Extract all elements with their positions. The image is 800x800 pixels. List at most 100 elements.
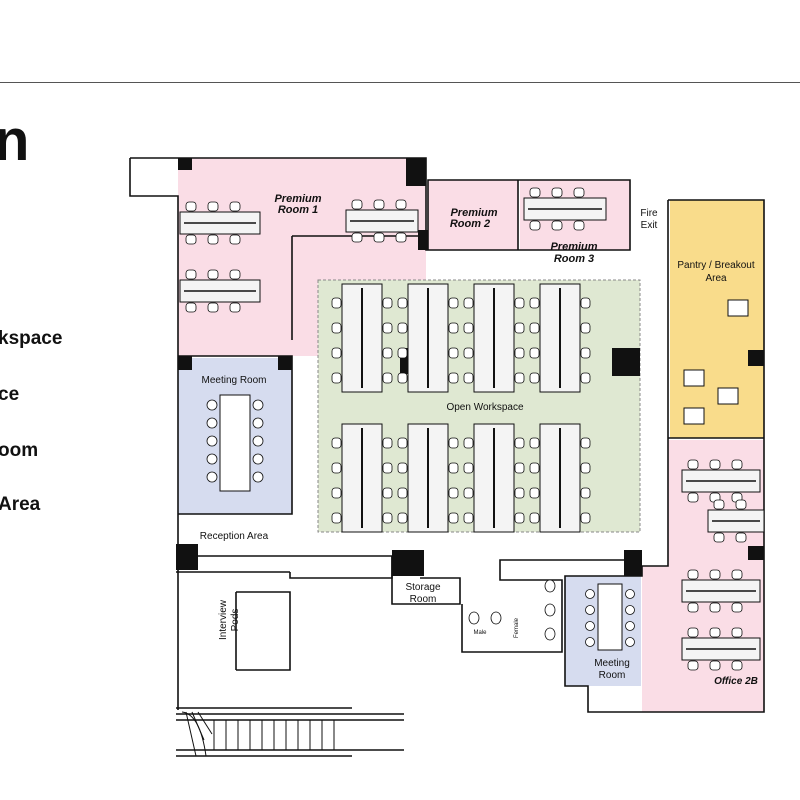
label-premium-room-1-line2: Room 1 <box>278 204 318 216</box>
chair <box>687 602 699 613</box>
chair <box>351 199 363 210</box>
chair <box>529 372 540 384</box>
label-premium-room-3-line1: Premium <box>550 241 597 253</box>
toilet-icon <box>490 611 502 625</box>
chair <box>382 297 393 309</box>
label-office-2b: Office 2B <box>714 676 758 687</box>
chair <box>529 322 540 334</box>
chair <box>580 487 591 499</box>
chair <box>185 234 197 245</box>
chair <box>731 459 743 470</box>
chair <box>463 297 474 309</box>
label-pantry-line2: Area <box>705 273 727 284</box>
legend-item-workspace: kspace <box>0 328 63 349</box>
chair <box>551 220 563 231</box>
chair <box>585 605 595 615</box>
label-reception: Reception Area <box>200 531 269 542</box>
label-interview-line2: Pods <box>230 609 241 632</box>
chair <box>207 234 219 245</box>
label-premium-room-3-line2: Room 3 <box>554 253 594 265</box>
chair <box>229 302 241 313</box>
chair <box>448 347 459 359</box>
chair <box>463 372 474 384</box>
chair <box>573 220 585 231</box>
chair <box>373 232 385 243</box>
chair <box>709 602 721 613</box>
chair <box>448 297 459 309</box>
chair <box>463 322 474 334</box>
chair <box>585 621 595 631</box>
chair <box>580 347 591 359</box>
chair <box>514 347 525 359</box>
chair <box>382 512 393 524</box>
chair <box>206 435 218 447</box>
zone-premium-room-2 <box>428 180 518 250</box>
label-premium-room-2-line1: Premium <box>450 207 497 219</box>
staircase-icon <box>181 711 335 757</box>
chair <box>529 512 540 524</box>
chair <box>252 435 264 447</box>
chair <box>207 302 219 313</box>
label-premium-room-1-line1: Premium <box>274 193 321 205</box>
label-fire-exit-line2: Exit <box>641 220 658 231</box>
chair <box>580 512 591 524</box>
chair <box>397 297 408 309</box>
chair <box>529 187 541 198</box>
chair <box>735 532 747 543</box>
chair <box>397 462 408 474</box>
chair <box>382 462 393 474</box>
label-female: Female <box>514 617 520 638</box>
label-interview-line1: Interview <box>218 599 229 640</box>
chair <box>206 453 218 465</box>
label-fire-exit-line1: Fire <box>640 208 658 219</box>
chair <box>731 627 743 638</box>
chair <box>580 297 591 309</box>
chair <box>397 322 408 334</box>
meeting-table <box>597 583 623 651</box>
chair <box>252 399 264 411</box>
pantry-table <box>683 369 705 387</box>
chair <box>687 459 699 470</box>
label-premium-room-2-line2: Room 2 <box>450 218 490 230</box>
chair <box>713 499 725 510</box>
chair <box>463 512 474 524</box>
chair <box>551 187 563 198</box>
zone-fills <box>178 158 764 712</box>
chair <box>206 471 218 483</box>
chair <box>397 437 408 449</box>
toilet-icon <box>544 627 556 641</box>
legend-item-office: ce <box>0 384 20 405</box>
chair <box>514 322 525 334</box>
zone-office-2b-lower <box>642 566 670 712</box>
chair <box>448 437 459 449</box>
chair <box>580 372 591 384</box>
chair <box>448 462 459 474</box>
chair <box>331 512 342 524</box>
label-open-workspace: Open Workspace <box>446 402 524 413</box>
header-divider <box>0 82 800 83</box>
chair <box>331 347 342 359</box>
chair <box>331 297 342 309</box>
chair <box>625 621 635 631</box>
chair <box>580 322 591 334</box>
chair <box>580 437 591 449</box>
chair <box>229 201 241 212</box>
chair <box>731 660 743 671</box>
chair <box>207 201 219 212</box>
chair <box>514 372 525 384</box>
chair <box>331 487 342 499</box>
label-meeting-room-right-line1: Meeting <box>594 658 630 669</box>
legend-item-area: Area <box>0 494 41 515</box>
chair <box>185 269 197 280</box>
label-meeting-room-right-line2: Room <box>599 670 626 681</box>
chair <box>514 487 525 499</box>
chair <box>229 269 241 280</box>
label-storage-line2: Room <box>410 594 437 605</box>
chair <box>448 322 459 334</box>
chair <box>514 297 525 309</box>
chair <box>382 372 393 384</box>
chair <box>529 462 540 474</box>
chair <box>397 487 408 499</box>
chair <box>580 462 591 474</box>
